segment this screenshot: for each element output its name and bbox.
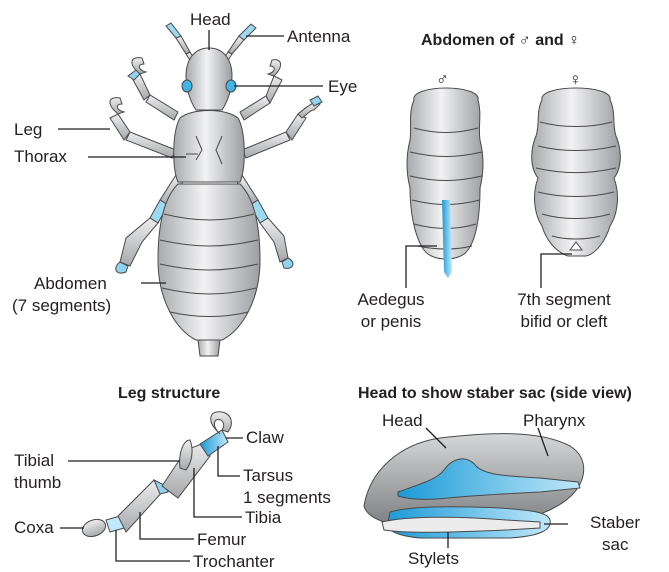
label-tarsus-segments: 1 segments <box>243 488 331 508</box>
label-eye: Eye <box>328 77 357 97</box>
label-antenna: Antenna <box>287 27 350 47</box>
label-trochanter: Trochanter <box>193 552 275 572</box>
label-pharynx: Pharynx <box>523 411 585 431</box>
title-leg-structure: Leg structure <box>118 385 220 403</box>
label-thorax: Thorax <box>14 147 67 167</box>
head-side-illustration <box>364 434 584 538</box>
male-symbol: ♂ <box>436 70 449 90</box>
label-abdomen-segments: (7 segments) <box>12 296 111 316</box>
label-bifid-or-cleft: bifid or cleft <box>494 312 634 332</box>
label-side-head: Head <box>382 411 423 431</box>
male-abdomen <box>407 88 483 278</box>
label-femur: Femur <box>197 530 246 550</box>
label-7th-segment: 7th segment <box>494 290 634 310</box>
label-tarsus: Tarsus <box>243 466 293 486</box>
female-symbol: ♀ <box>569 70 582 90</box>
label-tibial: Tibial <box>14 451 54 471</box>
label-tibia: Tibia <box>245 508 281 528</box>
label-abdomen: Abdomen <box>34 274 107 294</box>
label-leg: Leg <box>14 120 42 140</box>
label-stylets: Stylets <box>408 549 459 569</box>
label-head: Head <box>190 10 231 30</box>
leg-left-front <box>128 58 178 120</box>
leg-right-front <box>240 60 282 120</box>
label-sac: sac <box>602 535 628 555</box>
louse-thorax <box>174 111 245 183</box>
label-staber: Staber <box>590 513 640 533</box>
label-claw: Claw <box>246 428 284 448</box>
title-abdomen-male-female: Abdomen of ♂ and ♀ <box>421 32 580 50</box>
label-coxa: Coxa <box>14 518 54 538</box>
coxa <box>80 516 108 539</box>
label-thumb: thumb <box>14 473 61 493</box>
title-head-staber-sac: Head to show staber sac (side view) <box>358 385 632 403</box>
louse-head <box>186 48 232 110</box>
eye-left <box>182 80 192 92</box>
label-aedegus: Aedegus <box>326 290 456 310</box>
louse-tail <box>198 340 220 356</box>
female-abdomen <box>532 88 621 256</box>
louse-illustration <box>110 23 322 356</box>
label-or-penis: or penis <box>326 312 456 332</box>
leg-structure-illustration <box>80 412 231 540</box>
